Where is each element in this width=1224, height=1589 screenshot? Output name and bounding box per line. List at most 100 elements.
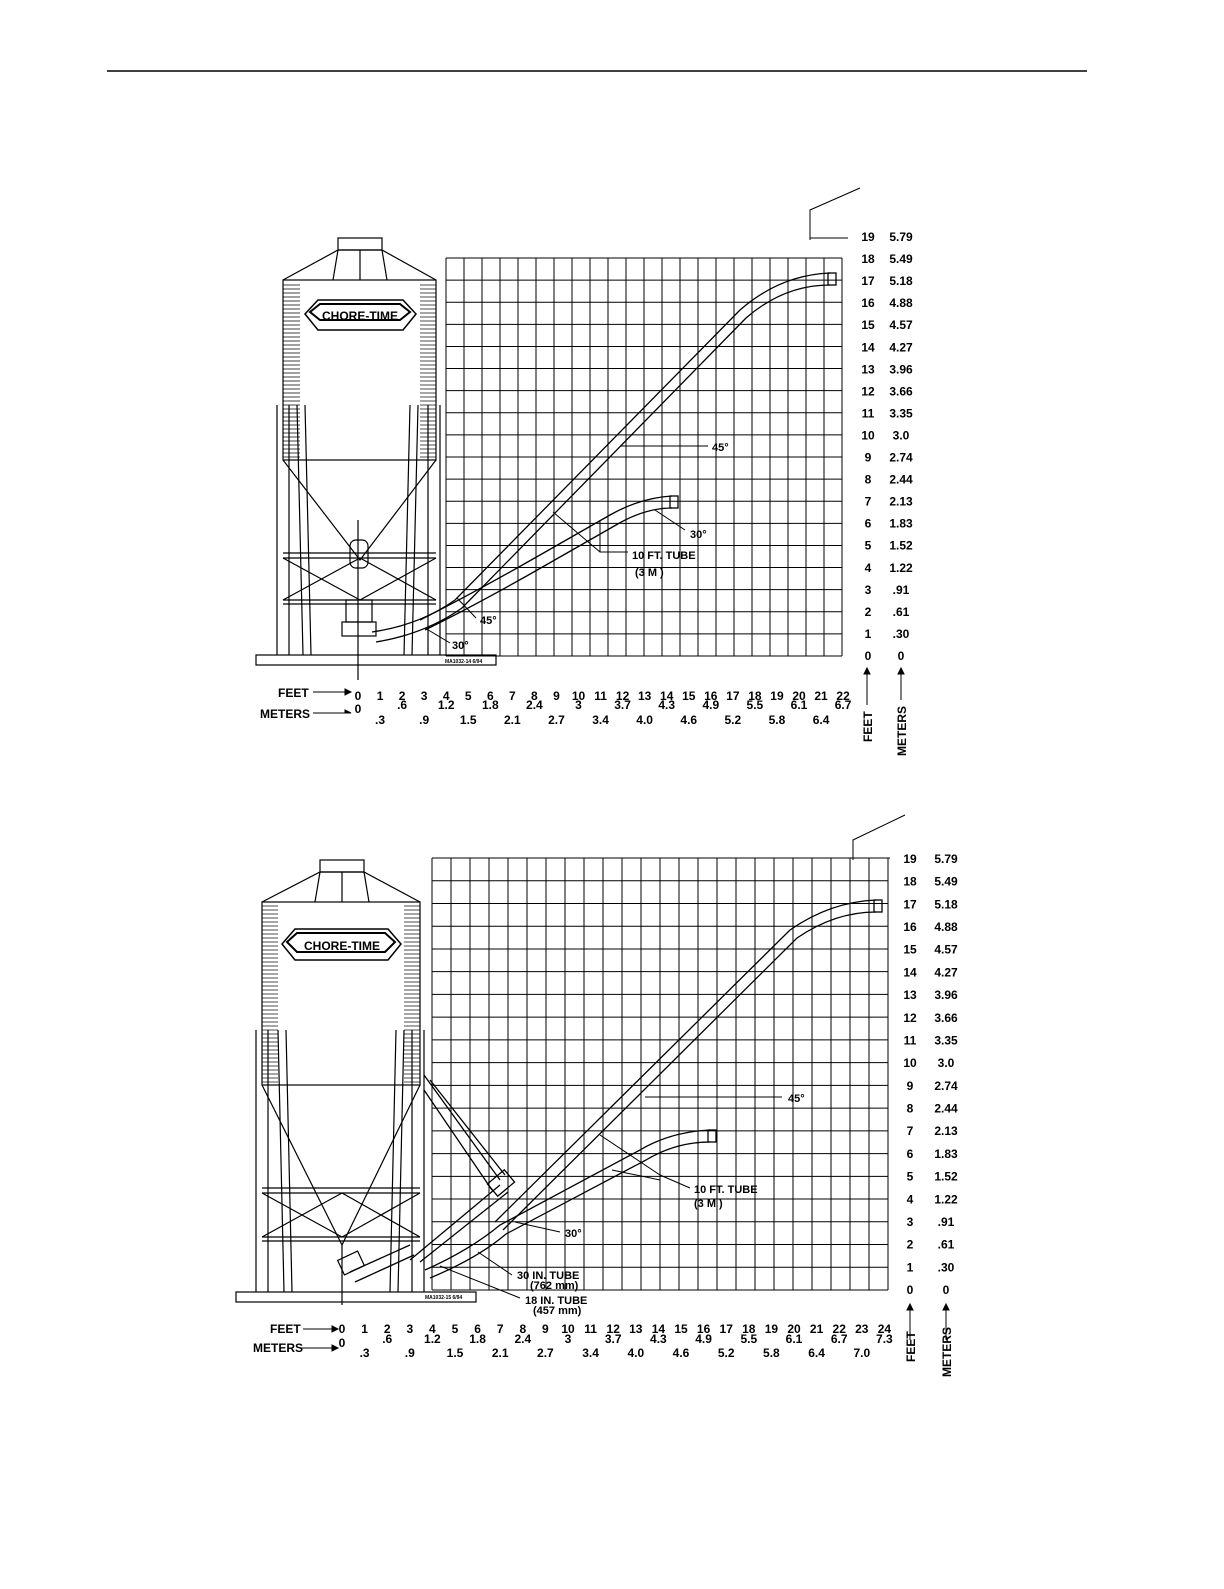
y-meters-tick: 0 (898, 649, 905, 663)
y-feet-tick: 10 (903, 1056, 917, 1070)
x-meters-tick: 3.4 (592, 713, 609, 727)
x-feet-tick: 22 (833, 1322, 847, 1336)
y-feet-tick: 11 (862, 406, 875, 420)
y-meters-tick: 5.79 (889, 230, 913, 244)
y-feet-tick: 14 (861, 340, 875, 354)
x-meters-tick: 0 (355, 702, 362, 716)
y-meters-tick: 2.74 (934, 1079, 958, 1093)
y-meters-tick: 3.35 (889, 406, 913, 420)
y-meters-tick: 1.52 (934, 1170, 958, 1184)
y-feet-tick: 16 (861, 296, 875, 310)
y-meters-tick: 5.79 (934, 852, 958, 866)
x-meters-tick: .6 (397, 698, 407, 712)
x-feet-tick: 9 (542, 1322, 549, 1336)
x-meters-tick: 1.2 (438, 698, 455, 712)
y-meters-tick: .61 (893, 605, 910, 619)
angle-30: 30° (565, 1228, 582, 1240)
x-meters-tick: 1.8 (482, 698, 499, 712)
x-meters-tick: .9 (419, 713, 429, 727)
x-meters-tick: 4.3 (650, 1332, 667, 1346)
x-meters-tick: 2.4 (514, 1332, 531, 1346)
x-feet-tick: 16 (704, 689, 718, 703)
x-meters-tick: 7.0 (853, 1346, 870, 1360)
x-feet-tick: 6 (474, 1322, 481, 1336)
x-feet-tick: 8 (519, 1322, 526, 1336)
y-meters-tick: .30 (893, 627, 910, 641)
conveyor-tubes (349, 899, 883, 1283)
x-feet-tick: 3 (421, 689, 428, 703)
x-feet-tick: 19 (765, 1322, 779, 1336)
x-feet-tick: 23 (855, 1322, 869, 1336)
tube-label: 10 FT. TUBE (632, 550, 696, 562)
x-meters-tick: .3 (360, 1346, 370, 1360)
vertical-meters-label: METERS (895, 706, 909, 756)
tube-30-label: 30 IN. TUBE (517, 1270, 579, 1282)
y-feet-tick: 6 (865, 517, 872, 531)
y-feet-tick: 2 (907, 1238, 914, 1252)
y-feet-tick: 17 (903, 897, 917, 911)
y-feet-tick: 5 (865, 539, 872, 553)
y-feet-tick: 4 (907, 1192, 914, 1206)
x-meters-tick: 5.5 (747, 698, 764, 712)
y-meters-tick: 1.83 (934, 1147, 958, 1161)
x-meters-tick: 6.7 (831, 1332, 848, 1346)
callouts (439, 814, 906, 1299)
x-feet-tick: 10 (572, 689, 586, 703)
y-meters-tick: 3.0 (893, 428, 910, 442)
y-feet-tick: 15 (861, 318, 875, 332)
bin-brand: CHORE-TIME (322, 309, 398, 323)
y-meters-tick: 3.35 (934, 1033, 958, 1047)
x-meters-tick: 4.3 (658, 698, 675, 712)
x-feet-tick: 2 (384, 1322, 391, 1336)
x-meters-tick: 3 (565, 1332, 572, 1346)
y-feet-tick: 1 (865, 627, 872, 641)
x-feet-tick: 17 (720, 1322, 734, 1336)
y-meters-tick: 5.49 (889, 252, 913, 266)
feed-bin-drawing: CHORE-TIME MA1032-14 6/94 (255, 237, 497, 680)
x-meters-tick: 5.2 (725, 713, 742, 727)
y-meters-tick: 1.22 (934, 1192, 958, 1206)
x-feet-tick: 15 (674, 1322, 688, 1336)
x-feet-tick: 4 (443, 689, 450, 703)
x-feet-tick: 4 (429, 1322, 436, 1336)
tube-label-metric: (3 M ) (694, 1198, 723, 1210)
y-feet-tick: 16 (903, 920, 917, 934)
x-meters-tick: 3.4 (582, 1346, 599, 1360)
x-feet-tick: 11 (594, 689, 607, 703)
y-meters-tick: 5.18 (889, 274, 913, 288)
x-meters-tick: 2.1 (492, 1346, 509, 1360)
y-feet-tick: 11 (904, 1033, 917, 1047)
x-axis-meters-label: METERS (253, 1341, 303, 1355)
y-meters-tick: 5.18 (934, 897, 958, 911)
x-meters-tick: 4.9 (695, 1332, 712, 1346)
y-meters-tick: .61 (938, 1238, 955, 1252)
x-meters-tick: 5.5 (740, 1332, 757, 1346)
y-feet-tick: 12 (903, 1011, 917, 1025)
y-feet-tick: 17 (861, 274, 875, 288)
x-feet-tick: 18 (742, 1322, 756, 1336)
x-feet-tick: 20 (792, 689, 806, 703)
y-meters-tick: 4.57 (889, 318, 913, 332)
x-meters-tick: 1.5 (460, 713, 477, 727)
y-feet-tick: 10 (861, 428, 875, 442)
x-meters-tick: 2.4 (526, 698, 543, 712)
x-feet-tick: 21 (814, 689, 828, 703)
y-feet-tick: 6 (907, 1147, 914, 1161)
x-feet-tick: 5 (452, 1322, 459, 1336)
x-axis-feet-label: FEET (278, 686, 309, 700)
feed-bin-drawing: CHORE-TIME MA1032-15 6/94 (235, 859, 477, 1305)
angle-30-upper: 30° (690, 529, 707, 541)
y-meters-tick: 2.13 (889, 495, 913, 509)
axis-arrows (313, 666, 905, 714)
y-meters-tick: 4.27 (934, 965, 958, 979)
y-meters-tick: 4.57 (934, 943, 958, 957)
x-feet-tick: 12 (607, 1322, 621, 1336)
x-meters-tick: .9 (405, 1346, 415, 1360)
y-feet-tick: 2 (865, 605, 872, 619)
